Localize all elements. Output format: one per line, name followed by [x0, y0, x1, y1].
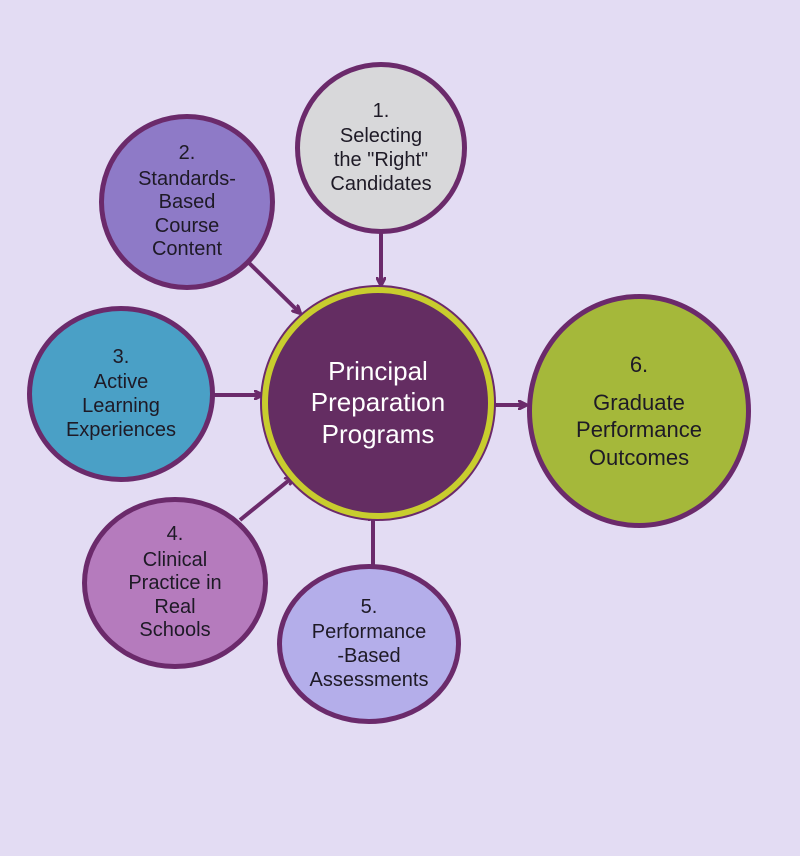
node-1-number: 1.: [372, 99, 390, 122]
node-3-label: Active Learning Experiences: [65, 371, 177, 441]
node-5-performance-assessments: 5. Performance -Based Assessments: [277, 564, 461, 724]
node-4-clinical-practice: 4. Clinical Practice in Real Schools: [82, 497, 268, 669]
node-5-number: 5.: [360, 595, 378, 618]
node-6-graduate-outcomes: 6. Graduate Performance Outcomes: [527, 294, 751, 528]
node-2-standards-based-content: 2. Standards- Based Course Content: [99, 114, 275, 290]
node-2-number: 2.: [178, 142, 196, 165]
node-6-number: 6.: [629, 352, 649, 377]
node-4-number: 4.: [166, 523, 184, 546]
node-1-label: Selecting the "Right" Candidates: [330, 125, 432, 195]
node-3-number: 3.: [112, 345, 130, 368]
node-3-active-learning: 3. Active Learning Experiences: [27, 306, 215, 482]
node-6-label: Graduate Performance Outcomes: [576, 389, 702, 470]
center-node-label: Principal Preparation Programs: [310, 356, 446, 449]
node-4-label: Clinical Practice in Real Schools: [128, 548, 222, 642]
center-node-principal-preparation-programs: Principal Preparation Programs: [262, 287, 494, 519]
arrow-4-to-center: [238, 477, 293, 522]
arrow-2-to-center: [244, 258, 300, 313]
node-2-label: Standards- Based Course Content: [138, 167, 236, 261]
node-1-selecting-candidates: 1. Selecting the "Right" Candidates: [295, 62, 467, 234]
node-5-label: Performance -Based Assessments: [309, 621, 429, 691]
